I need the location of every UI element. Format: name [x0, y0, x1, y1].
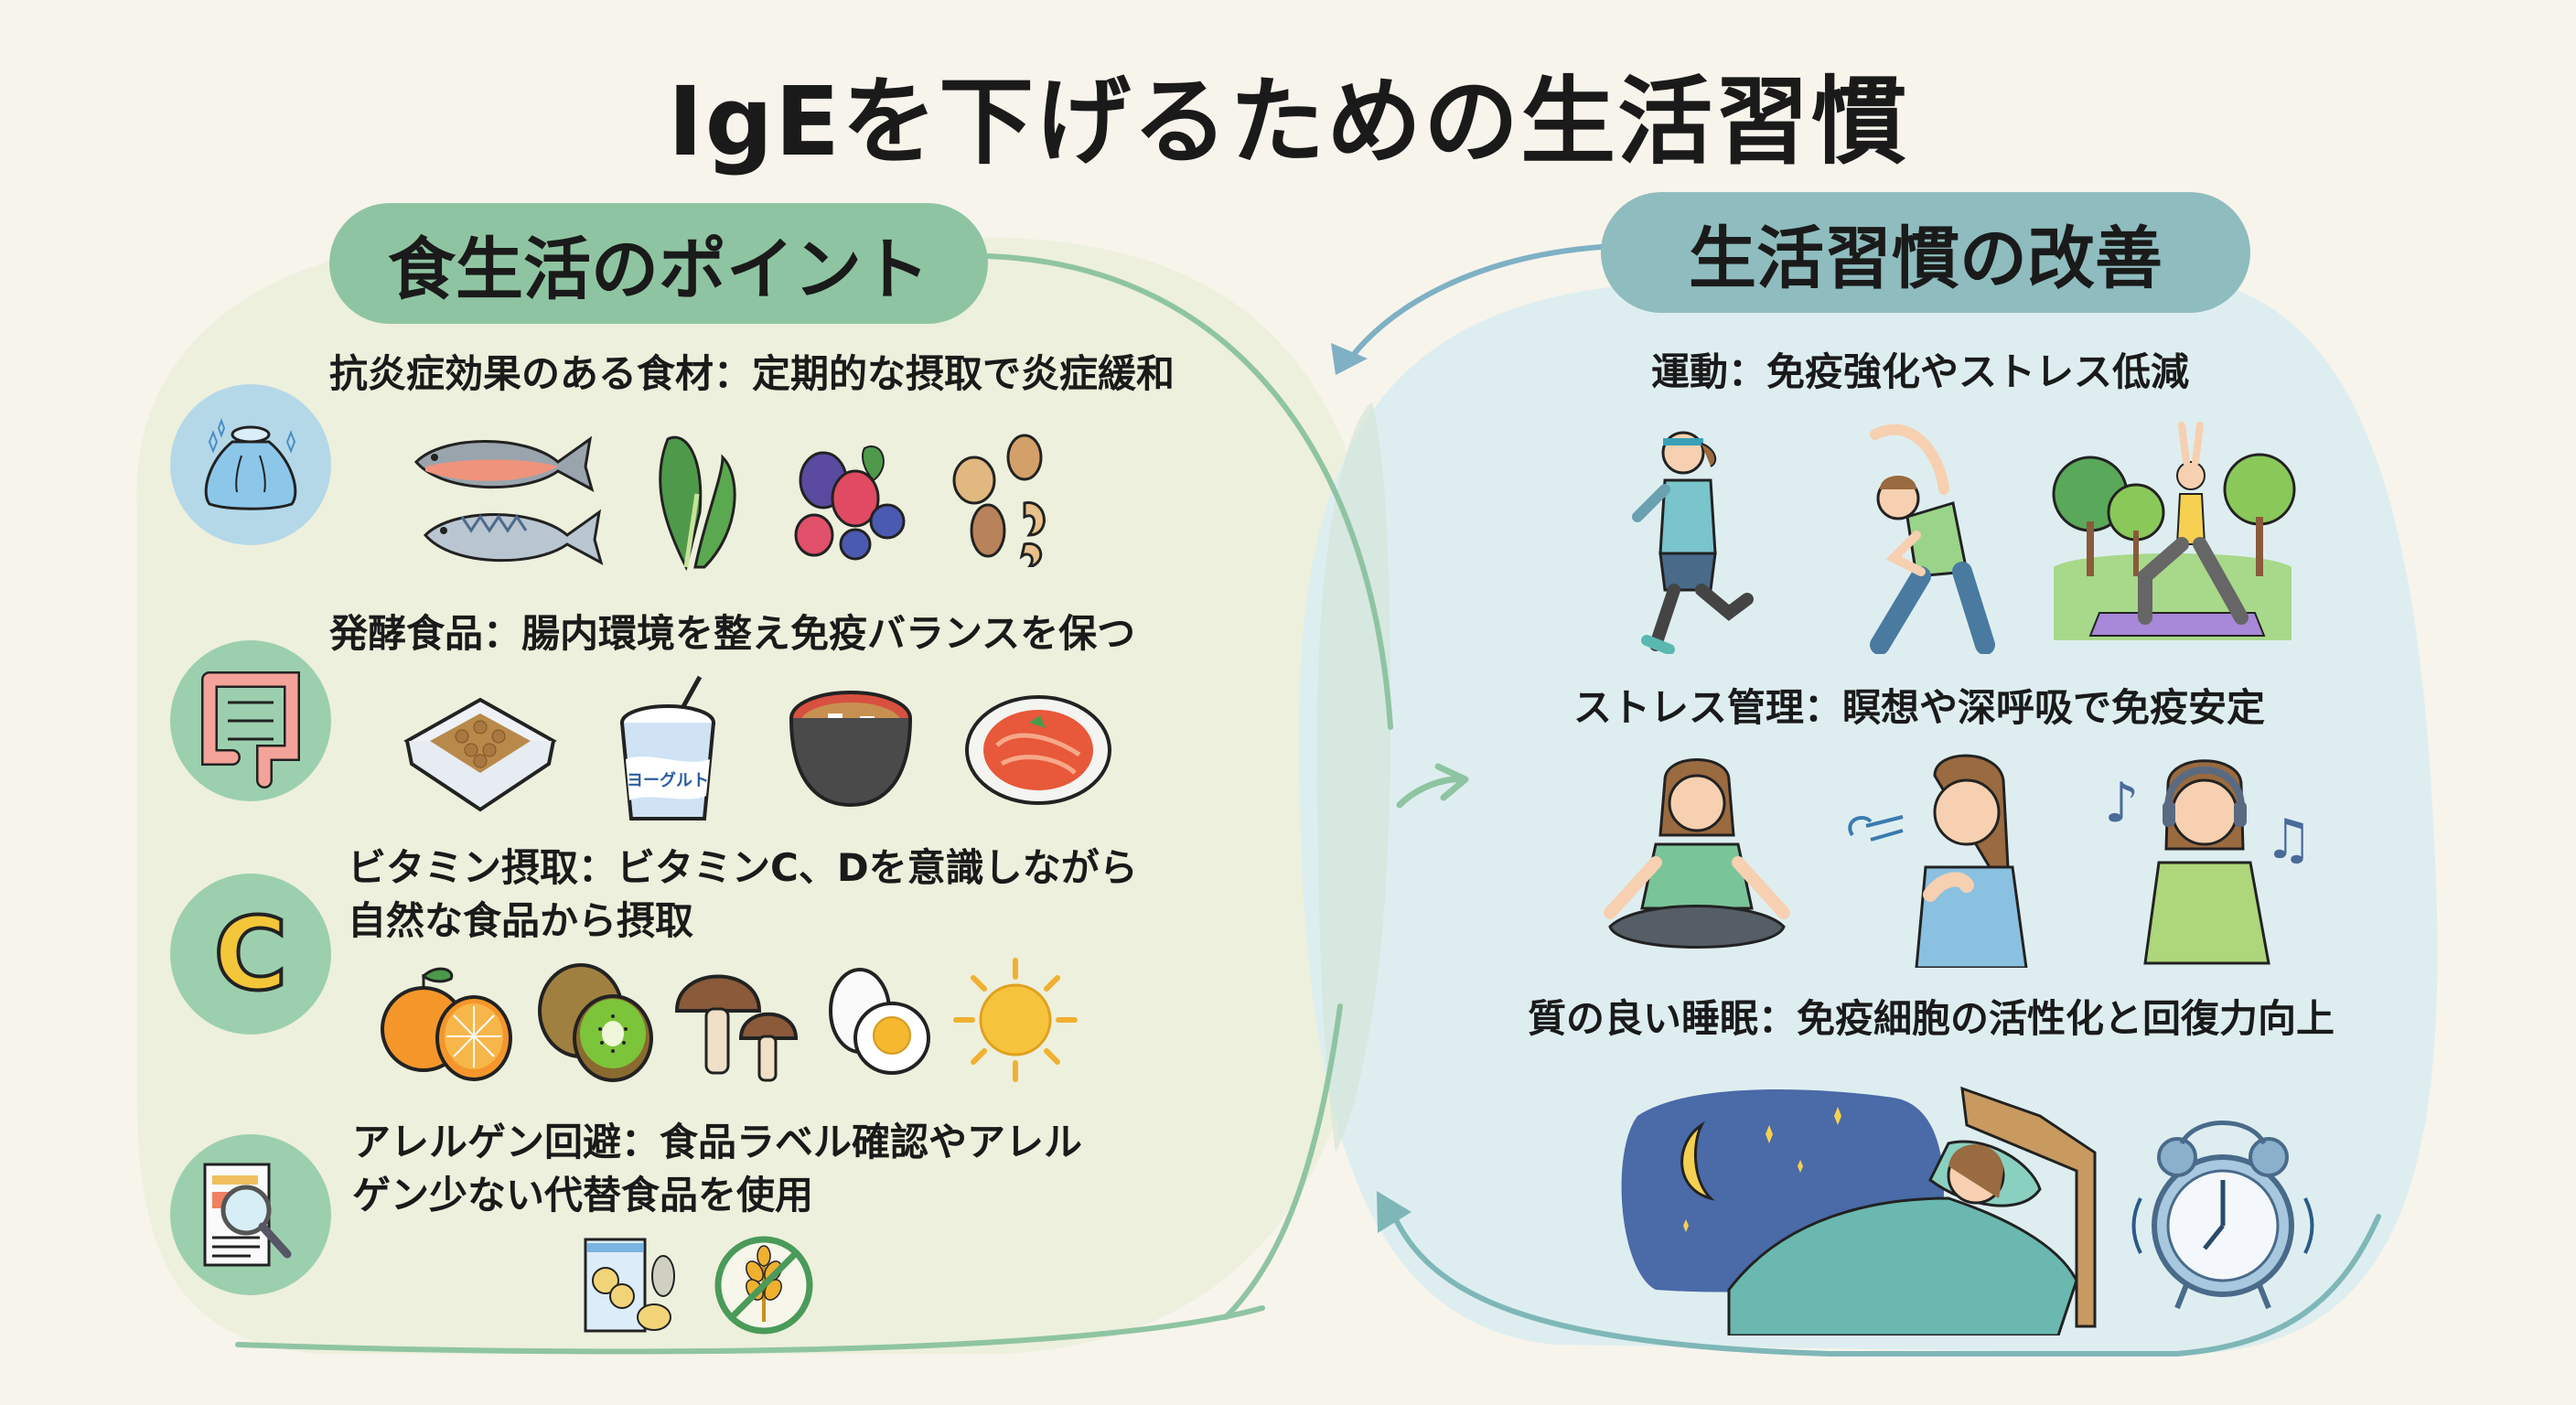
allergen-text-line2: ゲン少ない代替食品を使用: [352, 1173, 814, 1217]
natto-icon: [384, 686, 576, 814]
vitamin-c-letter: C: [212, 894, 290, 1014]
berries-icon: [768, 430, 924, 567]
lifestyle-item-stress-text: ストレス管理：瞑想や深呼吸で免疫安定: [1573, 685, 2266, 730]
sleeping-in-bed-icon: [1621, 1086, 2314, 1337]
orange-icon: [366, 956, 526, 1084]
stress-management-images: ♪ ♫: [1573, 745, 2342, 970]
right-panel-bg: [1299, 274, 2438, 1354]
deep-breathing-icon: [1820, 748, 2067, 968]
overlap-region: [1317, 402, 1390, 1153]
page-title: IgEを下げるための生活習慣: [667, 66, 1909, 177]
yoga-in-park-icon: [2040, 421, 2305, 649]
ice-bag-icon: [170, 384, 331, 545]
left-cycle-arrow: [985, 253, 1393, 730]
food-item-fermented-text: 発酵食品：腸内環境を整え免疫バランスを保つ: [329, 611, 1136, 656]
mackerel-icon: [423, 509, 604, 566]
right-section-heading-text: 生活習慣の改善: [1689, 219, 2163, 298]
food-item-anti-inflammatory-text: 抗炎症効果のある食材：定期的な摂取で炎症緩和: [329, 351, 1175, 396]
lifestyle-item-exercise-text: 運動：免疫強化やストレス低減: [1651, 349, 2190, 394]
vitamin-food-images: [366, 951, 1171, 1089]
music-listening-icon: ♪ ♫: [2067, 748, 2342, 968]
snack-pack-icon: [567, 1230, 704, 1340]
salmon-icon: [413, 435, 595, 493]
green-arrowhead-right: [1434, 763, 1469, 801]
left-section-heading-text: 食生活のポイント: [388, 230, 929, 309]
stretching-icon: [1802, 416, 2040, 654]
no-wheat-icon: [704, 1230, 823, 1340]
kimchi-icon: [942, 691, 1134, 810]
right-top-arrow: [1342, 244, 1604, 369]
left-lower-arc: [1223, 1003, 1343, 1320]
right-bottom-arrow: [1388, 1205, 2381, 1357]
allergen-free-food-images: [567, 1230, 842, 1340]
svg-text:♫: ♫: [2264, 808, 2313, 872]
yogurt-icon: ヨーグルト: [576, 672, 759, 828]
right-top-arrowhead: [1331, 343, 1368, 375]
nuts-icon: [924, 430, 1079, 567]
sleep-images: [1601, 1061, 2333, 1337]
alarm-clock-icon: [2131, 1121, 2314, 1310]
jogging-icon: [1583, 416, 1802, 654]
boiled-egg-icon: [810, 960, 947, 1079]
meditation-icon: [1573, 753, 1820, 963]
left-panel-bg: [136, 238, 1390, 1354]
fermented-food-images: ヨーグルト: [384, 672, 1189, 828]
left-bottom-line: [235, 1305, 1265, 1355]
food-item-vitamin-text: ビタミン摂取：ビタミンC、Dを意識しながら 自然な食品から摂取: [348, 842, 1138, 948]
miso-soup-icon: [759, 681, 942, 819]
label-check-icon: [170, 1134, 331, 1295]
left-section-heading: 食生活のポイント: [329, 203, 988, 324]
food-item-allergen-text: アレルゲン回避：食品ラベル確認やアレル ゲン少ない代替食品を使用: [352, 1116, 1082, 1222]
yogurt-label: ヨーグルト: [627, 770, 709, 790]
exercise-images: [1583, 412, 2333, 659]
mushrooms-icon: [663, 956, 810, 1084]
vitamin-text-line1: ビタミン摂取：ビタミンC、Dを意識しながら: [348, 845, 1138, 890]
anti-inflammatory-food-images: [393, 416, 1162, 581]
vitamin-c-icon: C: [170, 874, 331, 1035]
svg-text:♪: ♪: [2104, 771, 2139, 835]
intestine-icon: [170, 640, 331, 801]
vitamin-text-line2: 自然な食品から摂取: [348, 898, 694, 943]
right-bottom-arrowhead: [1377, 1191, 1411, 1233]
sun-icon: [947, 951, 1084, 1089]
kiwi-icon: [526, 956, 663, 1084]
lifestyle-item-sleep-text: 質の良い睡眠：免疫細胞の活性化と回復力向上: [1528, 996, 2335, 1041]
right-section-heading: 生活習慣の改善: [1601, 192, 2250, 313]
spinach-icon: [613, 421, 768, 576]
allergen-text-line1: アレルゲン回避：食品ラベル確認やアレル: [352, 1120, 1083, 1164]
fish-illustration: [393, 421, 613, 576]
